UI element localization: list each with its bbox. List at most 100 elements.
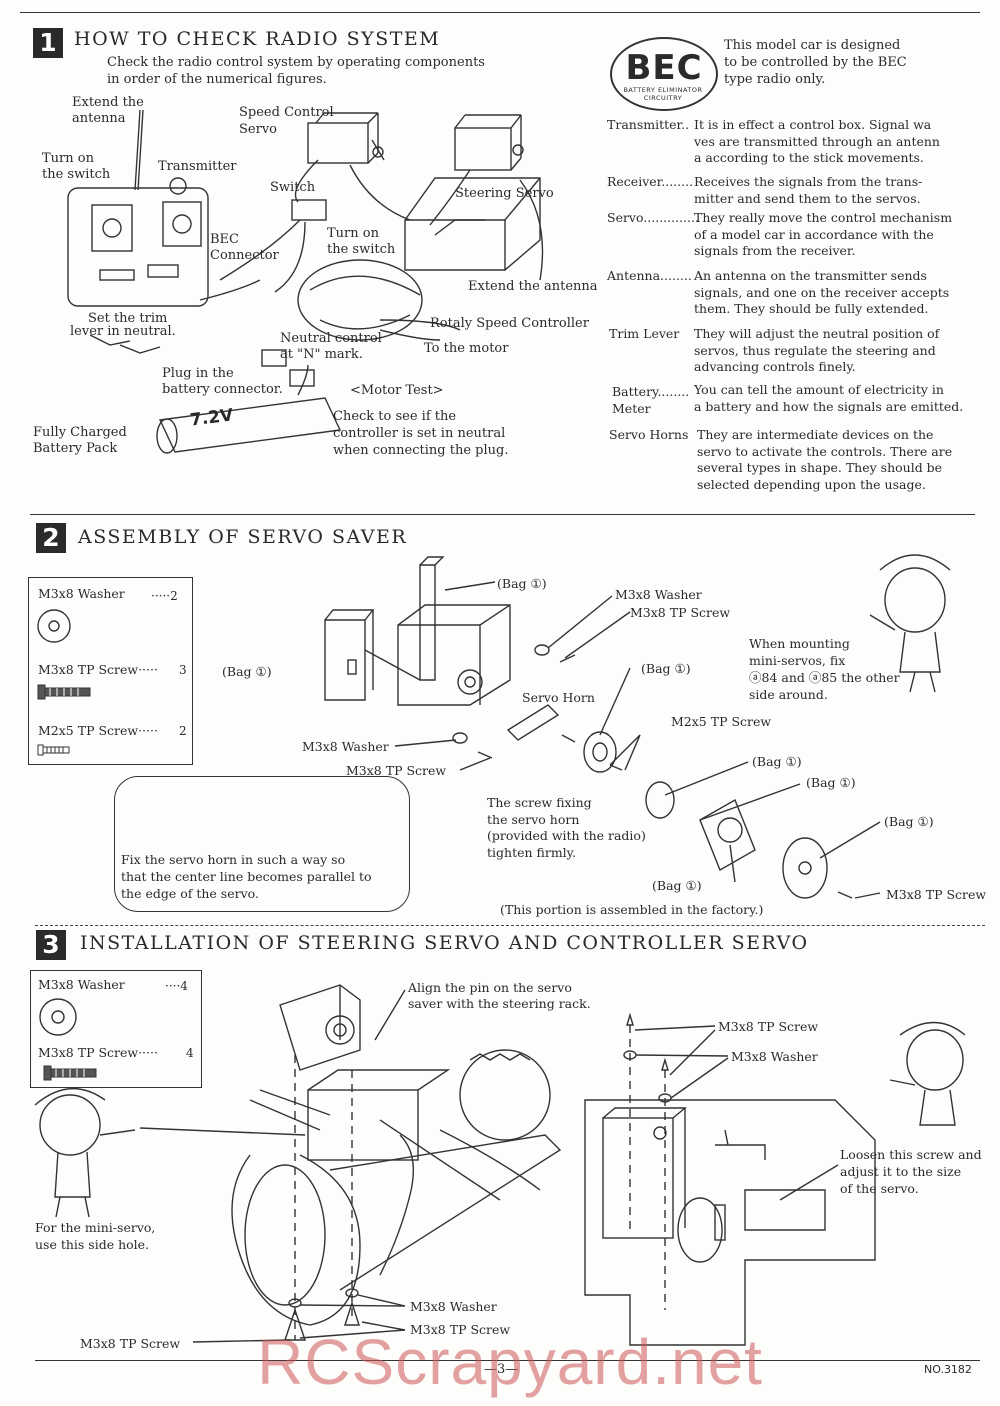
battery-print: 7.2V xyxy=(188,405,235,431)
document-number: NO.3182 xyxy=(924,1363,972,1376)
label-extend-antenna: Extend the xyxy=(72,95,144,110)
part-label: M3x8 TP Screw····· xyxy=(38,662,158,677)
glossary-term: Receiver........ xyxy=(607,174,694,189)
label-bag-82b: (Bag ①) xyxy=(806,775,856,790)
label-neutral-control-2: at "N" mark. xyxy=(280,347,363,362)
transmitter-illustration xyxy=(67,109,209,307)
callout-text: Fix the servo horn in such a way so xyxy=(121,852,346,867)
label-m2x5: M2x5 TP Screw xyxy=(671,714,772,729)
battery-pack-illustration xyxy=(156,349,342,454)
washer-icon xyxy=(39,998,77,1036)
note-mini-servo-3: ⓐ84 and ⓐ85 the other xyxy=(749,670,900,685)
label-screw-right: M3x8 TP Screw xyxy=(718,1019,819,1034)
label-screw-c: M3x8 TP Screw xyxy=(886,887,987,902)
label-turn-on-2: the switch xyxy=(42,167,111,182)
bec-description: This model car is designed xyxy=(724,38,901,53)
label-plug-in-2: battery connector. xyxy=(162,382,283,397)
glossary-definition: They will adjust the neutral position of… xyxy=(694,326,940,374)
label-washer-bottom: M3x8 Washer xyxy=(410,1299,497,1314)
note-screw-fix-2: the servo horn xyxy=(487,812,580,827)
section-2-title: ASSEMBLY OF SERVO SAVER xyxy=(78,526,408,548)
label-bag-85a: (Bag ①) xyxy=(222,664,272,679)
section-3-title: INSTALLATION OF STEERING SERVO AND CONTR… xyxy=(80,932,809,954)
note-screw-fix-3: (provided with the radio) xyxy=(487,828,646,843)
bec-logo-subtitle: BATTERY ELIMINATOR CIRCUITRY xyxy=(623,86,703,102)
top-rule xyxy=(20,12,980,13)
label-turn-on-switch-2: the switch xyxy=(327,242,396,257)
glossary-definition: They are intermediate devices on the ser… xyxy=(697,427,953,492)
label-transmitter: Transmitter xyxy=(158,159,237,174)
label-bag-85b: (Bag ①) xyxy=(652,878,702,893)
part-label: M3x8 TP Screw····· xyxy=(38,1045,158,1060)
note-mini-servo-hole-2: use this side hole. xyxy=(35,1237,150,1252)
callout-text-2: that the center line becomes parallel to xyxy=(121,869,372,884)
bec-description-2: to be controlled by the BEC xyxy=(724,55,907,70)
note-mini-servo-4: side around. xyxy=(749,687,828,702)
label-servo-horn: Servo Horn xyxy=(522,690,595,705)
servo-saver-block-illustration xyxy=(324,609,375,701)
part-label: M3x8 Washer xyxy=(38,977,125,992)
section-divider-1 xyxy=(30,514,975,515)
label-screw-left: M3x8 TP Screw xyxy=(80,1336,181,1351)
servo-body-illustration xyxy=(397,556,511,706)
label-set-trim-2: lever in neutral. xyxy=(70,324,176,339)
label-washer-right: M3x8 Washer xyxy=(731,1049,818,1064)
label-bec-connector-2: Connector xyxy=(210,248,279,263)
label-battery-pack-2: Battery Pack xyxy=(33,441,118,456)
label-screw-bottom: M3x8 TP Screw xyxy=(410,1322,511,1337)
note-align-pin-2: saver with the steering rack. xyxy=(408,996,591,1011)
label-bag-80: (Bag ①) xyxy=(641,661,691,676)
label-neutral-control: Neutral control xyxy=(280,331,382,346)
bec-description-3: type radio only. xyxy=(724,72,826,87)
label-check-neutral-2: controller is set in neutral xyxy=(333,426,506,441)
section-2-parts-box: M3x8 Washer ·····2 M3x8 TP Screw····· 3 … xyxy=(28,577,193,765)
part-quantity: 4 xyxy=(186,1046,194,1060)
screws-illustration xyxy=(452,644,853,899)
steering-servo-install-illustration xyxy=(231,984,562,1326)
note-loosen-screw-3: of the servo. xyxy=(840,1181,919,1196)
note-mini-servo-hole: For the mini-servo, xyxy=(35,1220,156,1235)
section-1-number: 1 xyxy=(33,28,63,58)
label-extend-antenna-rx: Extend the antenna xyxy=(468,279,598,294)
label-washer-a: M3x8 Washer xyxy=(615,587,702,602)
bec-logo: BEC xyxy=(610,37,718,111)
tp-screw-icon xyxy=(43,1065,97,1081)
label-check-neutral: Check to see if the xyxy=(333,409,457,424)
label-bag-84: (Bag ①) xyxy=(497,576,547,591)
label-bec-connector: BEC xyxy=(210,232,239,247)
mascot-illustration-right xyxy=(889,1021,966,1126)
section-2-number: 2 xyxy=(36,523,66,553)
glossary-term: Servo Horns xyxy=(609,427,689,442)
label-motor-test: <Motor Test> xyxy=(350,383,444,398)
note-screw-fix-4: tighten firmly. xyxy=(487,845,577,860)
glossary-term: Battery........ Meter xyxy=(612,384,690,416)
label-washer-b: M3x8 Washer xyxy=(302,739,389,754)
section-3-parts-box: M3x8 Washer ····4 M3x8 TP Screw····· 4 xyxy=(30,970,202,1088)
label-speed-control-servo-2: Servo xyxy=(239,122,277,137)
tp-screw-icon xyxy=(37,684,91,700)
washer-icon xyxy=(37,609,71,643)
label-to-motor: To the motor xyxy=(424,341,509,356)
part-quantity: 2 xyxy=(179,724,187,738)
glossary-term: Trim Lever xyxy=(609,326,680,341)
mascot-illustration-top xyxy=(869,554,951,693)
label-screw-a: M3x8 TP Screw xyxy=(630,605,731,620)
servo-horn-callout xyxy=(114,776,410,912)
servo-horn-illustration xyxy=(506,704,828,899)
controller-servo-install-illustration xyxy=(584,1099,876,1346)
part-quantity: ·····2 xyxy=(151,589,178,603)
label-screw-b: M3x8 TP Screw xyxy=(346,763,447,778)
note-loosen-screw: Loosen this screw and xyxy=(840,1147,982,1162)
note-factory: (This portion is assembled in the factor… xyxy=(500,902,764,917)
small-screw-icon xyxy=(37,744,70,756)
wire-leads xyxy=(89,334,161,354)
glossary-definition: Receives the signals from the trans- mit… xyxy=(694,174,923,206)
label-rotaly-controller: Rotaly Speed Controller xyxy=(430,316,589,331)
glossary-definition: It is in effect a control box. Signal wa… xyxy=(694,117,940,165)
glossary-term: Antenna........ xyxy=(607,268,692,283)
section-divider-2 xyxy=(35,925,985,926)
note-loosen-screw-2: adjust it to the size xyxy=(840,1164,962,1179)
footer-rule xyxy=(35,1360,980,1361)
glossary-term: Servo.............. xyxy=(607,210,699,225)
note-screw-fix: The screw fixing xyxy=(487,795,592,810)
